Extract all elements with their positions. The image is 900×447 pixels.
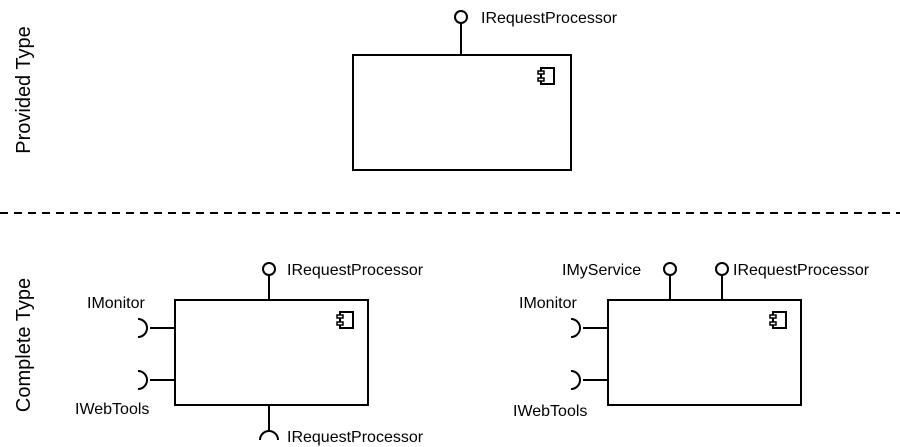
top-interface-label: IRequestProcessor <box>287 262 424 279</box>
top-left-interface-lollipop-icon <box>663 262 677 276</box>
provided-component: IRequestProcessor <box>352 10 618 171</box>
left-bottom-interface-label: IWebTools <box>75 401 149 418</box>
component-icon <box>336 311 354 329</box>
bottom-socket-icon <box>259 430 279 441</box>
left-top-socket-icon <box>570 318 581 338</box>
top-right-interface-label: IRequestProcessor <box>733 262 870 279</box>
top-right-interface-lollipop-icon <box>715 262 729 276</box>
complete-component-b: IMyService IRequestProcessor IMonitor IW… <box>513 262 870 420</box>
provided-interface-label: IRequestProcessor <box>481 10 618 27</box>
complete-component-a: IRequestProcessor IMonitor IWebTools IRe… <box>75 262 424 446</box>
bottom-interface-label: IRequestProcessor <box>287 429 424 446</box>
component-icon <box>769 311 787 329</box>
section-label-provided: Provided Type <box>13 26 35 154</box>
left-top-interface-label: IMonitor <box>87 295 145 312</box>
top-left-interface-label: IMyService <box>562 262 641 279</box>
left-top-socket-icon <box>137 318 148 338</box>
left-bottom-socket-icon <box>137 370 148 390</box>
provided-interface-lollipop-icon <box>454 10 468 24</box>
top-interface-lollipop-icon <box>262 262 276 276</box>
component-box <box>607 299 802 406</box>
left-bottom-interface-label: IWebTools <box>513 403 587 420</box>
section-label-complete: Complete Type <box>13 278 35 412</box>
left-bottom-socket-icon <box>570 370 581 390</box>
component-box <box>174 299 369 406</box>
component-icon <box>537 67 555 85</box>
left-top-interface-label: IMonitor <box>519 295 577 312</box>
